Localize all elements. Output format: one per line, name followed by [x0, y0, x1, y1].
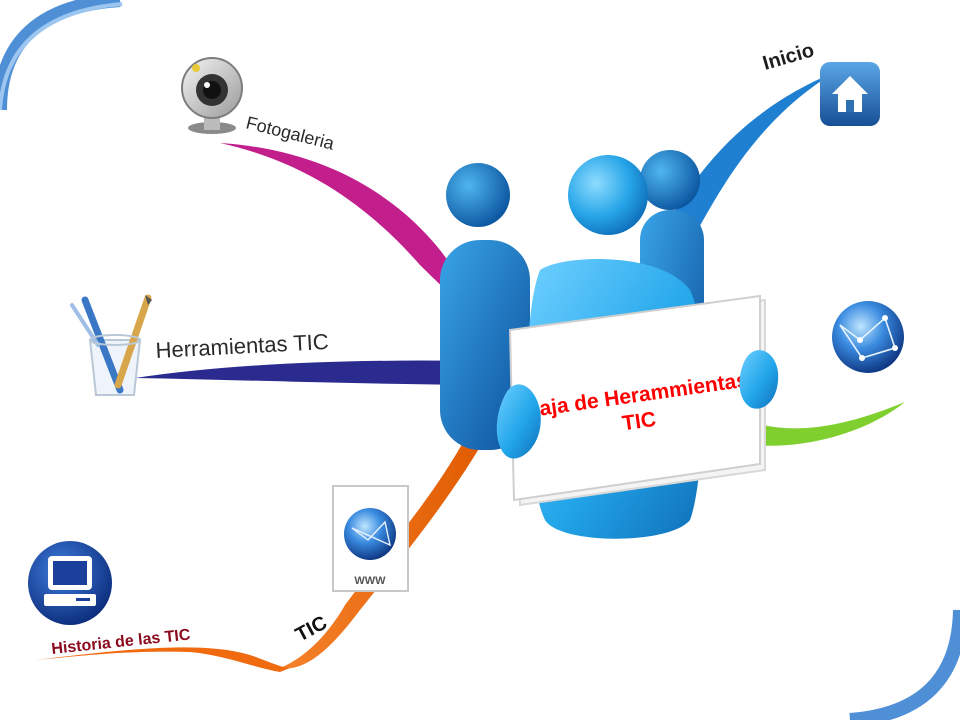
central-sign: Caja de Herammientas TIC [508, 294, 766, 507]
left-hand [496, 384, 541, 459]
www-label: WWW [354, 575, 386, 587]
frame-corner-bottom-right [849, 609, 960, 725]
herramientas-tic-link[interactable]: Herramientas TIC [155, 329, 329, 363]
frame-corner-highlight [0, 2, 123, 111]
inicio-link[interactable]: Inicio [760, 39, 816, 75]
central-topic-line2: TIC [621, 408, 658, 435]
pen-cup-icon[interactable] [70, 294, 152, 396]
globe-icon[interactable] [832, 301, 904, 373]
branch-herramientas [135, 360, 520, 385]
branch-ambientes [745, 402, 905, 446]
historia-tic-link[interactable]: Historia de las TIC [51, 626, 192, 658]
computer-icon[interactable] [28, 541, 112, 625]
home-icon[interactable] [820, 62, 880, 126]
www-document-icon[interactable]: WWW [332, 485, 409, 592]
branch-historia [35, 647, 290, 672]
right-hand [739, 350, 779, 409]
webcam-icon[interactable] [181, 57, 243, 134]
